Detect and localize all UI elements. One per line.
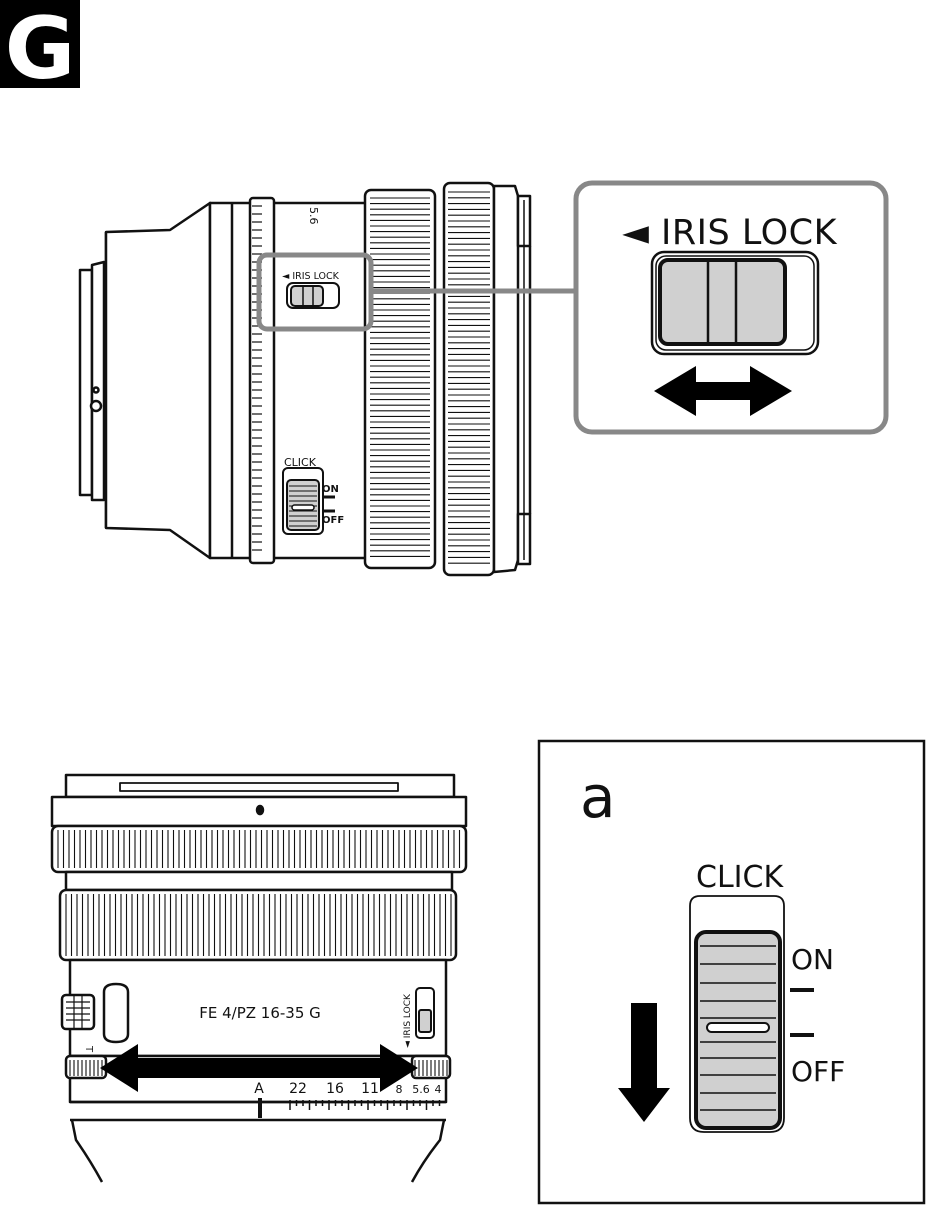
click-switch-large — [689, 895, 785, 1133]
section-badge-letter: G — [5, 0, 76, 99]
zoom-ring — [363, 188, 437, 570]
aperture-scale-label: 8 — [396, 1083, 403, 1096]
aperture-scale: A 22 16 11 8 5.6 4 — [254, 1081, 441, 1097]
iris-lock-callout: ◄ IRIS LOCK — [573, 180, 889, 435]
iris-lock-small-label: ◄ IRIS LOCK — [282, 271, 340, 282]
front-ring — [50, 824, 468, 874]
iris-lock-switch-large — [650, 250, 820, 356]
iris-lock-vertical-label: ◄ IRIS LOCK — [403, 993, 413, 1048]
lens-mount — [78, 268, 94, 497]
callout-letter: a — [580, 763, 616, 831]
double-arrow-icon — [654, 366, 792, 416]
click-small-label: CLICK — [284, 456, 317, 469]
off-small-label: OFF — [322, 515, 344, 526]
aperture-scale-label: 22 — [289, 1081, 307, 1097]
lens-side-label: 5.6 — [307, 207, 320, 225]
on-small-label: ON — [322, 484, 339, 495]
click-switch-small — [282, 467, 335, 535]
section-badge: G — [0, 0, 80, 99]
click-callout-a: a CLICK ON OFF — [537, 739, 926, 1205]
rear-barrel — [104, 201, 212, 560]
callout-click-label: CLICK — [696, 860, 784, 895]
t-mark: T — [83, 1045, 94, 1053]
top-lens-illustration: 5.6 ◄ IRIS LOCK — [78, 181, 532, 577]
iris-lock-switch-small — [286, 282, 340, 309]
aperture-scale-label: A — [254, 1081, 264, 1097]
aperture-scale-label: 5.6 — [412, 1083, 430, 1096]
aperture-ring-arrow-icon — [100, 1044, 418, 1092]
aperture-scale-label: 11 — [361, 1081, 379, 1097]
rear-ring — [248, 196, 276, 565]
callout-on-label: ON — [791, 943, 834, 976]
focus-ring — [442, 181, 496, 577]
callout-off-label: OFF — [791, 1055, 845, 1088]
front-element — [492, 184, 520, 574]
lens-model-label: FE 4/PZ 16-35 G — [199, 1004, 321, 1022]
down-arrow-icon — [618, 1003, 670, 1122]
callout-iris-lock-label: ◄ IRIS LOCK — [622, 213, 838, 253]
aperture-scale-label: 16 — [326, 1081, 344, 1097]
lens-body-front — [68, 958, 448, 1058]
aperture-scale-label: 4 — [435, 1083, 442, 1096]
bottom-lens-illustration — [50, 773, 468, 1183]
